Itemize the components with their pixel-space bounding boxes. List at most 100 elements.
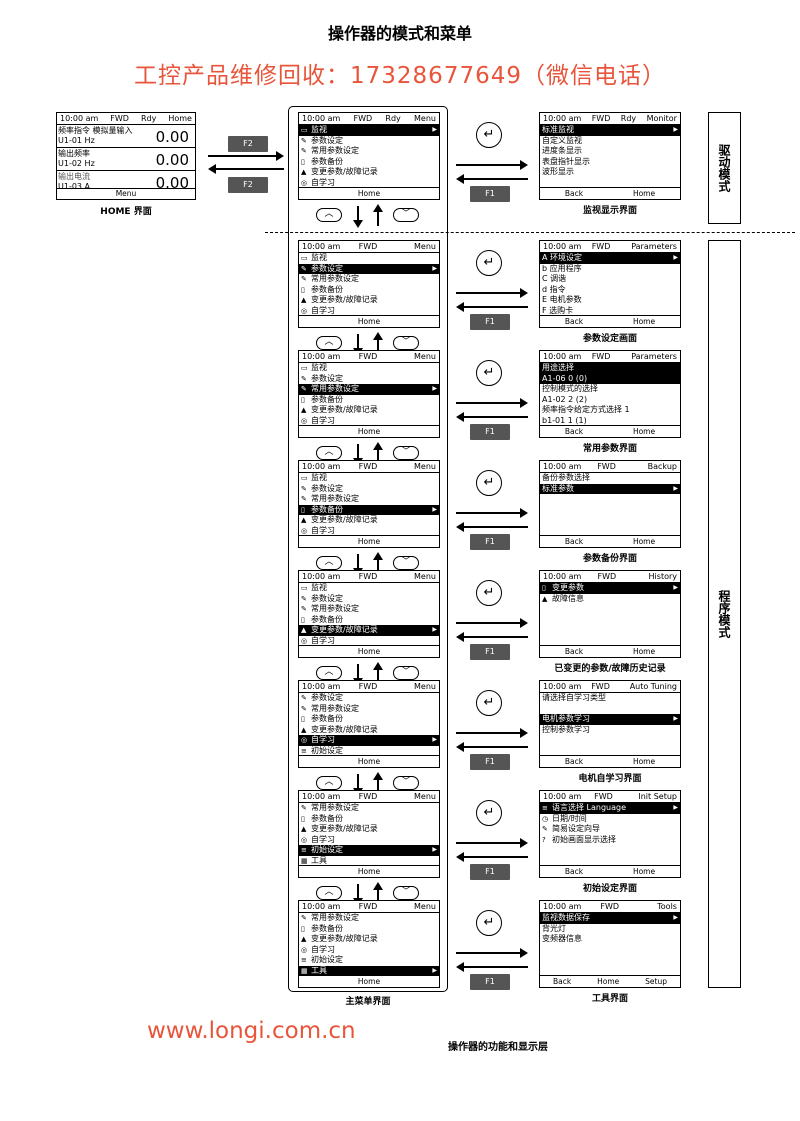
menu-item[interactable]: ◎自学习 [299,735,439,746]
menu-item[interactable]: ✎常用参数设定 [299,146,439,157]
footer-back-button[interactable]: Back [564,189,584,198]
sub-item[interactable]: b 应用程序 [540,264,680,275]
sub-item[interactable]: 变频器信息 [540,934,680,945]
sub-item[interactable]: b1-01 1 (1) [540,416,680,427]
menu-item[interactable]: ✎常用参数设定 [299,803,439,814]
footer-back-button[interactable]: Back [564,647,584,656]
screen-footer[interactable]: Home [299,865,439,877]
footer-back-button[interactable]: Back [564,537,584,546]
menu-item[interactable]: ▯参数备份 [299,714,439,725]
footer-back-button[interactable]: Back [552,977,572,986]
footer-home[interactable]: Home [357,317,381,326]
down-button[interactable]: ﹀ [393,556,419,570]
menu-item[interactable]: ▯参数备份 [299,814,439,825]
menu-item[interactable]: ≡初始设定 [299,746,439,757]
menu-item[interactable]: ◎自学习 [299,306,439,317]
up-button[interactable]: ︿ [316,776,342,790]
sub-item[interactable]: 标准监视 [540,125,680,136]
sub-item[interactable]: ▯变更参数 [540,583,680,594]
sub-item[interactable]: 电机参数学习 [540,714,680,725]
footer-back-button[interactable]: Back [564,867,584,876]
website-url[interactable]: www.longi.com.cn [147,1018,356,1044]
menu-item[interactable]: ✎常用参数设定 [299,604,439,615]
f1-key[interactable]: F1 [470,186,510,202]
sub-item[interactable]: 备份参数选择 [540,473,680,484]
menu-item[interactable]: ▯参数备份 [299,157,439,168]
sub-item[interactable]: 进度条显示 [540,146,680,157]
sub-item[interactable]: ◷日期/时间 [540,814,680,825]
f2-key[interactable]: F2 [228,177,268,193]
footer-home[interactable]: Home [357,867,381,876]
menu-item[interactable]: ◎自学习 [299,526,439,537]
sub-item[interactable] [540,704,680,715]
sub-item[interactable]: A1-02 2 (2) [540,395,680,406]
sub-item[interactable]: F 选购卡 [540,306,680,317]
menu-item[interactable]: ◎自学习 [299,416,439,427]
menu-item[interactable]: ✎参数设定 [299,594,439,605]
down-button[interactable]: ﹀ [393,666,419,680]
sub-item[interactable]: A 环境设定 [540,253,680,264]
f1-key[interactable]: F1 [470,644,510,660]
footer-home-button[interactable]: Home [632,537,656,546]
menu-item[interactable]: ✎参数设定 [299,136,439,147]
enter-key[interactable]: ↵ [476,580,502,606]
up-button[interactable]: ︿ [316,446,342,460]
down-button[interactable]: ﹀ [393,336,419,350]
menu-item[interactable]: ▯参数备份 [299,504,439,515]
up-button[interactable]: ︿ [316,666,342,680]
footer-home[interactable]: Home [357,427,381,436]
screen-footer[interactable]: Home [299,315,439,327]
sub-item[interactable]: ?初始画面显示选择 [540,835,680,846]
up-button[interactable]: ︿ [316,886,342,900]
menu-item[interactable]: ▯参数备份 [299,395,439,406]
menu-item[interactable]: ✎参数设定 [299,693,439,704]
menu-item[interactable]: ◎自学习 [299,636,439,647]
screen-footer[interactable]: Home [299,425,439,437]
menu-item[interactable]: ▭监视 [299,253,439,264]
footer-home-button[interactable]: Home [632,867,656,876]
f1-key[interactable]: F1 [470,974,510,990]
up-button[interactable]: ︿ [316,556,342,570]
sub-item[interactable]: 控制参数学习 [540,725,680,736]
menu-item[interactable]: ✎常用参数设定 [299,704,439,715]
menu-item[interactable]: ▯参数备份 [299,615,439,626]
enter-key[interactable]: ↵ [476,250,502,276]
screen-footer[interactable]: Home [299,187,439,199]
menu-item[interactable]: ✎参数设定 [299,374,439,385]
enter-key[interactable]: ↵ [476,470,502,496]
enter-key[interactable]: ↵ [476,910,502,936]
down-button[interactable]: ﹀ [393,446,419,460]
f1-key[interactable]: F1 [470,754,510,770]
menu-item[interactable]: ▦工具 [299,965,439,976]
footer-home[interactable]: Home [357,647,381,656]
footer-home[interactable]: Home [357,537,381,546]
home-footer[interactable]: Menu [57,188,195,199]
footer-home-button[interactable]: Home [632,647,656,656]
screen-footer[interactable]: Home [299,755,439,767]
menu-item[interactable]: ✎常用参数设定 [299,274,439,285]
enter-key[interactable]: ↵ [476,122,502,148]
menu-item[interactable]: ✎常用参数设定 [299,494,439,505]
screen-footer[interactable]: Home [299,535,439,547]
menu-item[interactable]: ▲变更参数/故障记录 [299,295,439,306]
footer-home-button[interactable]: Home [632,317,656,326]
menu-item[interactable]: ✎常用参数设定 [299,913,439,924]
up-button[interactable]: ︿ [316,208,342,222]
sub-item[interactable]: 用途选择 [540,363,680,374]
enter-key[interactable]: ↵ [476,360,502,386]
f1-key[interactable]: F1 [470,534,510,550]
sub-item[interactable]: E 电机参数 [540,295,680,306]
menu-item[interactable]: ▭监视 [299,363,439,374]
f1-key[interactable]: F1 [470,314,510,330]
footer-setup-button[interactable]: Setup [645,977,668,986]
footer-home[interactable]: Home [357,977,381,986]
footer-home-button[interactable]: Home [632,189,656,198]
footer-home[interactable]: Home [357,189,381,198]
footer-back-button[interactable]: Back [564,317,584,326]
menu-item[interactable]: ▭监视 [299,473,439,484]
sub-item[interactable]: 波形显示 [540,167,680,178]
footer-home-button[interactable]: Home [632,427,656,436]
footer-home-button[interactable]: Home [632,757,656,766]
menu-item[interactable]: ◎自学习 [299,945,439,956]
footer-home-button[interactable]: Home [597,977,620,986]
